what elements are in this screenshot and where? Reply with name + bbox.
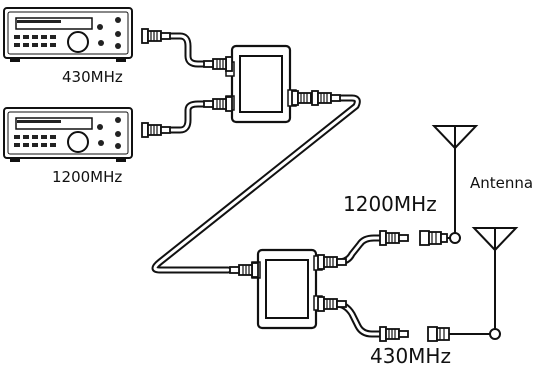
coax-connector-icon [379, 230, 409, 246]
coax-connector-icon [141, 28, 171, 44]
radio-1200-label: 1200MHz [52, 168, 123, 186]
radio-430-label: 430MHz [62, 68, 123, 86]
coax-connector-icon [141, 122, 171, 138]
coax-connector-icon [311, 90, 341, 106]
duplexer-icon [225, 44, 297, 124]
coax-connector-icon [203, 96, 233, 112]
antenna-430-label: 430MHz [370, 344, 451, 368]
radio-430mhz-icon [3, 7, 133, 63]
coax-connector-icon [317, 296, 347, 312]
antenna-label: Antenna [470, 174, 534, 192]
antenna-1200-label: 1200MHz [343, 192, 437, 216]
coax-connector-icon [379, 326, 409, 342]
coax-connector-icon [427, 326, 501, 342]
antenna-icon [431, 125, 479, 233]
radio-1200mhz-icon [3, 107, 133, 163]
coax-connector-icon [229, 262, 259, 278]
duplexer-icon [251, 248, 323, 330]
antenna-icon [471, 227, 519, 329]
coax-connector-icon [419, 230, 461, 246]
coax-connector-icon [203, 56, 233, 72]
coax-connector-icon [317, 254, 347, 270]
